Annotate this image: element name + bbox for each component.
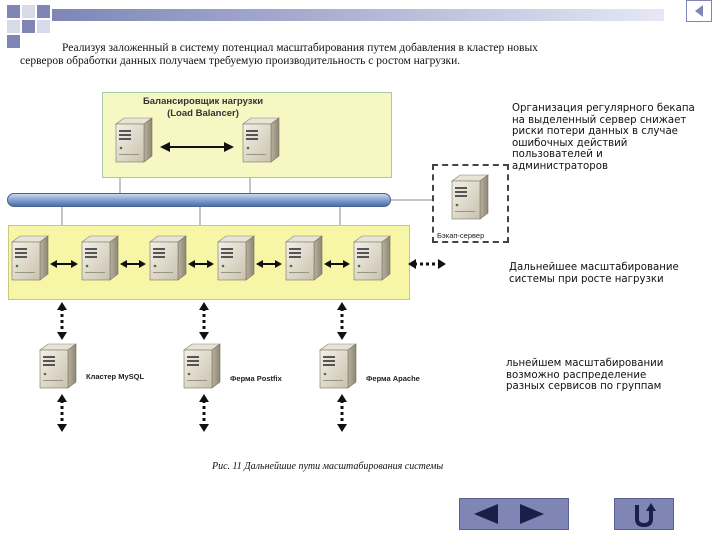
cluster-server-icon xyxy=(285,235,323,281)
load-balancer-server-icon xyxy=(115,117,153,163)
vertical-dashed-arrow-icon xyxy=(57,302,67,340)
deco-square xyxy=(22,5,35,18)
cluster-server-icon xyxy=(81,235,119,281)
vertical-dashed-arrow-icon xyxy=(57,394,67,432)
note-line: на выделенный сервер снижает xyxy=(512,114,687,126)
note-line: Дальнейшее масштабирование xyxy=(509,262,679,273)
deco-square xyxy=(37,20,50,33)
note-line: системы при росте нагрузки xyxy=(509,273,664,285)
double-arrow-icon xyxy=(188,260,214,268)
note-line: возможно распределение xyxy=(506,369,647,381)
apache-server-icon xyxy=(319,343,357,389)
load-balancer-title-ru: Балансировщик нагрузки xyxy=(142,96,264,107)
double-arrow-icon xyxy=(120,260,146,268)
load-balancer-title-en: (Load Balancer) xyxy=(167,108,239,119)
slide-navigation xyxy=(459,498,569,530)
backup-server-label: Бэкап-сервер xyxy=(437,231,485,240)
vertical-dashed-arrow-icon xyxy=(199,302,209,340)
deco-square xyxy=(37,5,50,18)
return-button[interactable] xyxy=(614,498,674,530)
deco-square xyxy=(7,20,20,33)
double-arrow-icon xyxy=(160,142,234,152)
cluster-server-icon xyxy=(11,235,49,281)
double-arrow-icon xyxy=(324,260,350,268)
backup-server-icon xyxy=(451,174,489,220)
cluster-server-icon xyxy=(217,235,255,281)
title-bar xyxy=(52,9,664,21)
intro-line: серверов обработки данных получаем требу… xyxy=(20,55,461,67)
apache-farm-label: Ферма Apache xyxy=(366,374,420,383)
note-line: ошибочных действий xyxy=(512,137,628,149)
intro-text: Реализуя заложенный в систему потенциал … xyxy=(20,42,680,68)
postfix-server-icon xyxy=(183,343,221,389)
note-line: риски потери данных в случае xyxy=(512,126,678,137)
deco-square xyxy=(22,20,35,33)
distribution-note: льнейшем масштабировании возможно распре… xyxy=(506,358,663,393)
note-line: льнейшем масштабировании xyxy=(506,358,664,369)
vertical-dashed-arrow-icon xyxy=(337,302,347,340)
double-arrow-icon xyxy=(256,260,282,268)
note-line: пользователей и xyxy=(512,149,603,160)
dashed-arrow-icon xyxy=(408,259,446,269)
note-line: администраторов xyxy=(512,160,608,172)
scaling-note: Дальнейшее масштабирование системы при р… xyxy=(509,262,679,285)
cluster-server-icon xyxy=(353,235,391,281)
postfix-farm-label: Ферма Postfix xyxy=(230,374,282,383)
vertical-dashed-arrow-icon xyxy=(199,394,209,432)
prev-slide-button[interactable] xyxy=(460,499,514,529)
next-slide-button[interactable] xyxy=(514,499,568,529)
note-line: Организация регулярного бекапа xyxy=(512,103,695,114)
load-balancer-server-icon xyxy=(242,117,280,163)
triangle-left-icon xyxy=(474,504,498,524)
load-balancer-title: Балансировщик нагрузки (Load Balancer) xyxy=(128,96,278,120)
return-arrow-icon xyxy=(635,503,656,528)
mysql-cluster-label: Кластер MySQL xyxy=(86,372,145,381)
corner-arrow-icon xyxy=(686,0,712,22)
intro-line: Реализуя заложенный в систему потенциал … xyxy=(62,42,538,54)
deco-square xyxy=(7,35,20,48)
triangle-right-icon xyxy=(520,504,544,524)
note-line: разных сервисов по группам xyxy=(506,381,662,392)
deco-square xyxy=(7,5,20,18)
mysql-server-icon xyxy=(39,343,77,389)
vertical-dashed-arrow-icon xyxy=(337,394,347,432)
cluster-server-icon xyxy=(149,235,187,281)
backup-note: Организация регулярного бекапа на выделе… xyxy=(512,103,695,172)
double-arrow-icon xyxy=(50,260,78,268)
figure-caption: Рис. 11 Дальнейшие пути масштабирования … xyxy=(212,461,444,472)
